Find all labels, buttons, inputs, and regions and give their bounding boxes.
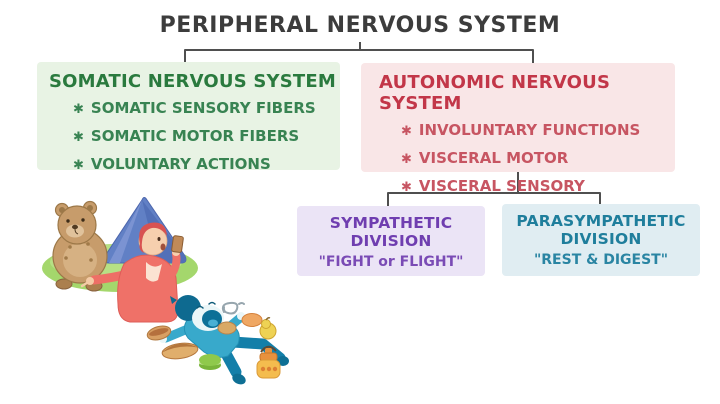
asterisk-bullet-icon: ✱: [401, 152, 412, 167]
header-line: DIVISION: [350, 232, 432, 250]
asterisk-bullet-icon: ✱: [73, 158, 84, 173]
hot-dog-icon: [146, 325, 172, 341]
list-item: ✱ VOLUNTARY ACTIONS: [73, 151, 340, 179]
sympathetic-division-box: SYMPATHETIC DIVISION "FIGHT or FLIGHT": [297, 206, 485, 276]
asterisk-bullet-icon: ✱: [401, 180, 412, 195]
asterisk-bullet-icon: ✱: [401, 124, 412, 139]
parasympathetic-division-box: PARASYMPATHETIC DIVISION "REST & DIGEST": [502, 204, 700, 276]
asterisk-bullet-icon: ✱: [73, 130, 84, 145]
asterisk-bullet-icon: ✱: [73, 102, 84, 117]
list-item-text: VISCERAL SENSORY: [418, 177, 585, 195]
list-item: ✱ INVOLUNTARY FUNCTIONS: [401, 117, 675, 145]
pear-icon: [259, 317, 277, 340]
list-item-text: SOMATIC SENSORY FIBERS: [90, 99, 316, 117]
list-item: ✱ SOMATIC SENSORY FIBERS: [73, 95, 340, 123]
header-line: PARASYMPATHETIC: [516, 212, 686, 230]
connector-top-tree: [184, 42, 534, 63]
food-items-illustration: [146, 313, 281, 379]
somatic-nervous-system-box: SOMATIC NERVOUS SYSTEM ✱ SOMATIC SENSORY …: [37, 62, 340, 173]
autonomic-header: AUTONOMIC NERVOUS SYSTEM: [379, 72, 611, 114]
header-line: DIVISION: [560, 230, 642, 248]
list-item: ✱ VISCERAL SENSORY: [401, 173, 675, 201]
sympathetic-subtitle: "FIGHT or FLIGHT": [318, 254, 464, 270]
snore-swirl-illustration: [221, 301, 245, 315]
list-item: ✱ VISCERAL MOTOR: [401, 145, 675, 173]
bear-illustration: [52, 200, 108, 292]
somatic-list: ✱ SOMATIC SENSORY FIBERS ✱ SOMATIC MOTOR F…: [37, 95, 340, 179]
parasympathetic-subtitle: "REST & DIGEST": [533, 252, 669, 268]
list-item-text: VOLUNTARY ACTIONS: [90, 155, 271, 173]
header-line: SYMPATHETIC: [329, 214, 453, 232]
lantern-icon: [256, 345, 281, 379]
startled-person-illustration: [80, 222, 184, 323]
list-item-text: SOMATIC MOTOR FIBERS: [90, 127, 300, 145]
parasympathetic-header: PARASYMPATHETIC DIVISION: [502, 204, 700, 248]
somatic-header: SOMATIC NERVOUS SYSTEM: [49, 71, 336, 92]
list-item-text: VISCERAL MOTOR: [418, 149, 569, 167]
sympathetic-header: SYMPATHETIC DIVISION: [297, 206, 485, 250]
list-item: ✱ SOMATIC MOTOR FIBERS: [73, 123, 340, 151]
diagram-title: PERIPHERAL NERVOUS SYSTEM: [159, 13, 561, 38]
autonomic-nervous-system-box: AUTONOMIC NERVOUS SYSTEM ✱ INVOLUNTARY FU…: [361, 63, 675, 195]
bun-icon: [241, 313, 263, 327]
list-item-text: INVOLUNTARY FUNCTIONS: [418, 121, 641, 139]
camping-illustration: [42, 197, 289, 385]
macaron-icon: [199, 354, 221, 370]
baguette-icon: [161, 342, 199, 360]
phone-icon: [171, 235, 184, 253]
autonomic-list: ✱ INVOLUNTARY FUNCTIONS ✱ VISCERAL MOTOR ✱…: [361, 117, 675, 201]
